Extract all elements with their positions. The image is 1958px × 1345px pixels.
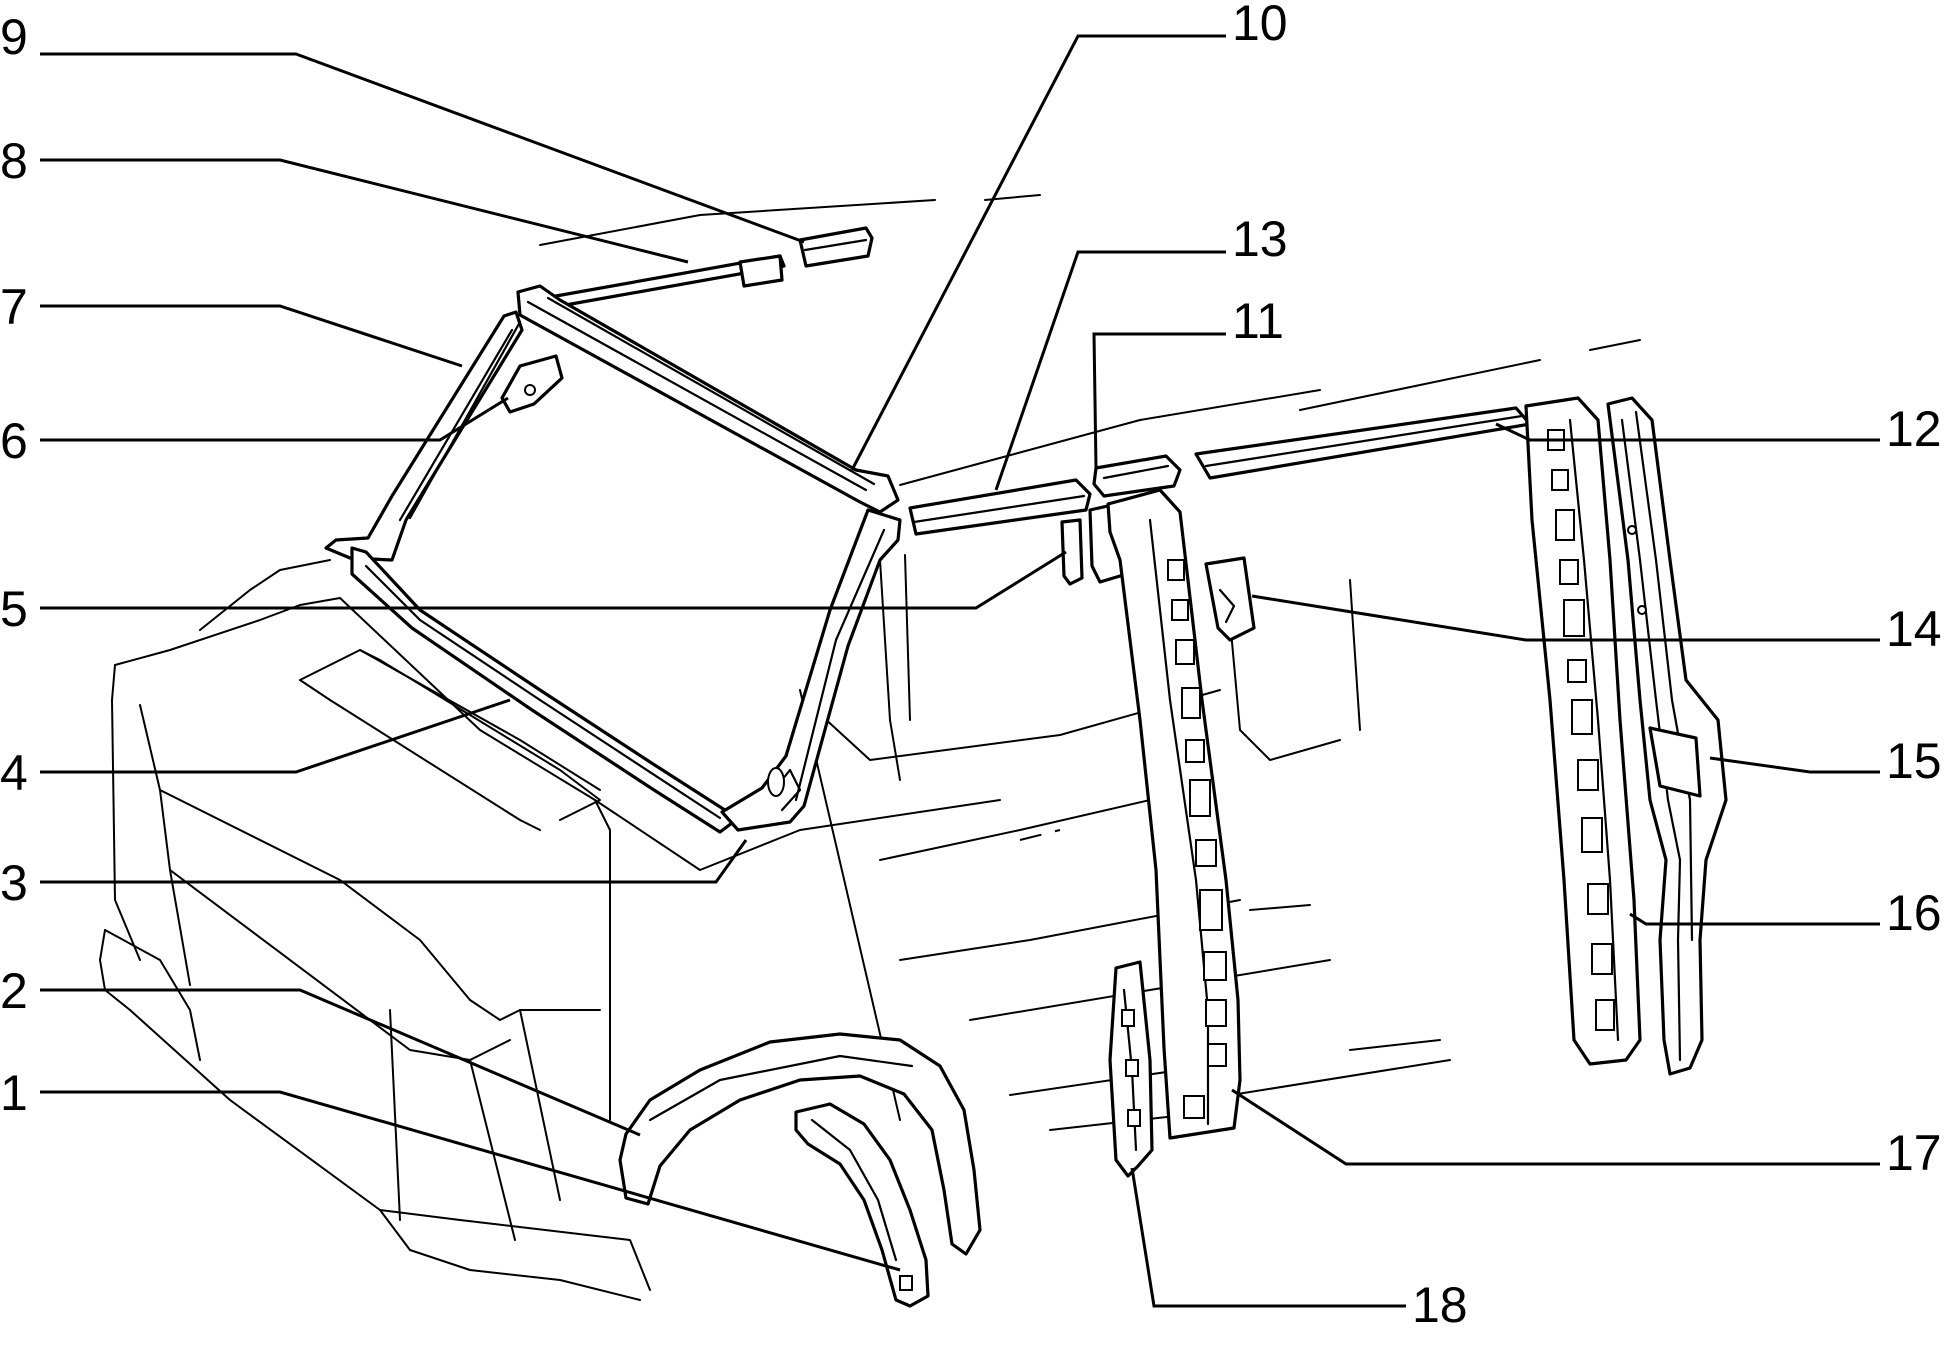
- leader-lines: [40, 34, 1880, 1308]
- callout-5: 5: [0, 581, 28, 637]
- part-17-b-pillar-inner: [1106, 488, 1242, 1140]
- part-10-windshield-header: [516, 284, 900, 514]
- callout-17: 17: [1886, 1125, 1942, 1181]
- callout-3: 3: [0, 855, 28, 911]
- callout-16: 16: [1886, 885, 1942, 941]
- callout-7: 7: [0, 279, 28, 335]
- part-13-roof-cross-panel: [908, 478, 1092, 536]
- part-16-c-pillar-inner: [1524, 396, 1642, 1066]
- callout-10: 10: [1232, 0, 1288, 51]
- callout-15: 15: [1886, 733, 1942, 789]
- vehicle-body-outline: [99, 194, 1641, 1301]
- part-6-pillar-bracket: [500, 354, 564, 414]
- part-14-reinforcement-plate: [1204, 556, 1256, 642]
- callout-14: 14: [1886, 601, 1942, 657]
- part-12-rear-roof-rail: [1194, 406, 1532, 480]
- callout-9: 9: [0, 9, 28, 65]
- callout-12: 12: [1886, 401, 1942, 457]
- part-9-roof-bracket: [798, 226, 874, 268]
- part-4-windshield-lower-frame: [350, 546, 738, 834]
- callout-13: 13: [1232, 211, 1288, 267]
- part-1-wheel-arch-reinforcement: [794, 1102, 930, 1308]
- callout-8: 8: [0, 133, 28, 189]
- callout-1: 1: [0, 1065, 28, 1121]
- part-3-right-a-pillar: [720, 508, 902, 832]
- part-15-c-pillar-outer: [1606, 396, 1728, 1076]
- part-11-b-pillar-top-bracket: [1092, 454, 1182, 498]
- part-8-roof-rail: [554, 254, 786, 308]
- part-18-hinge-reinforcement: [1108, 960, 1154, 1178]
- part-2-wheel-arch-flare: [618, 1032, 982, 1256]
- callout-11: 11: [1232, 293, 1284, 349]
- callout-4: 4: [0, 745, 28, 801]
- callout-18: 18: [1412, 1277, 1468, 1333]
- part-7-left-a-pillar: [324, 310, 524, 562]
- callout-2: 2: [0, 963, 28, 1019]
- callout-6: 6: [0, 413, 28, 469]
